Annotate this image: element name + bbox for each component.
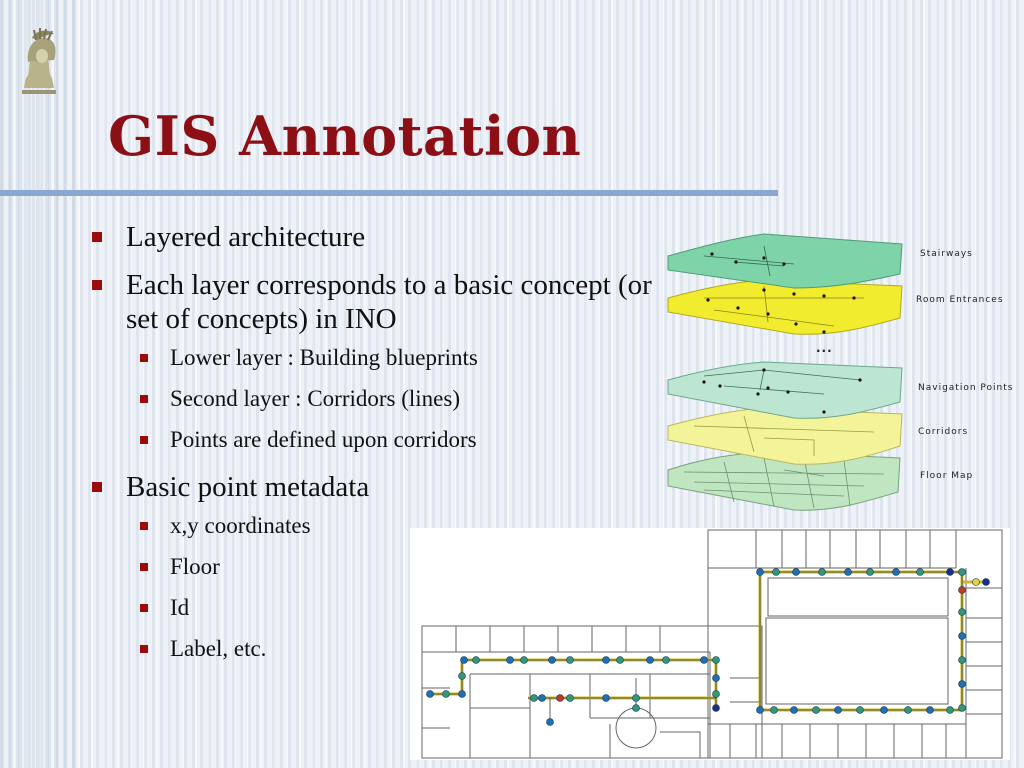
bullet-text: Layered architecture bbox=[126, 221, 366, 253]
square-bullet-icon bbox=[92, 232, 102, 242]
square-bullet-icon bbox=[92, 482, 102, 492]
square-bullet-icon bbox=[140, 395, 148, 403]
sub-bullet-item: Second layer : Corridors (lines) bbox=[138, 385, 662, 413]
corridor-lines bbox=[430, 570, 984, 712]
page-title: GIS Annotation bbox=[108, 104, 582, 168]
bullet-text: Each layer corresponds to a basic concep… bbox=[126, 269, 652, 335]
sub-bullet-item: Label, etc. bbox=[138, 635, 662, 663]
layer-ellipsis: ... bbox=[816, 341, 833, 355]
square-bullet-icon bbox=[140, 522, 148, 530]
corridor-lines-dark bbox=[430, 571, 963, 724]
room-entrances-layer bbox=[667, 279, 903, 335]
bullet-item: Basic point metadata x,y coordinates Flo… bbox=[92, 470, 662, 663]
square-bullet-icon bbox=[140, 563, 148, 571]
sub-bullet-item: Floor bbox=[138, 553, 662, 581]
bullet-item: Each layer corresponds to a basic concep… bbox=[92, 268, 662, 454]
stairways-layer bbox=[667, 233, 903, 289]
sub-bullet-item: Id bbox=[138, 594, 662, 622]
layer-label-floor-map: Floor Map bbox=[920, 471, 973, 481]
sub-bullet-item: x,y coordinates bbox=[138, 512, 662, 540]
decorative-band bbox=[0, 0, 78, 768]
sub-bullet-text: Points are defined upon corridors bbox=[170, 427, 477, 452]
layer-label-stairways: Stairways bbox=[920, 249, 973, 259]
bullet-text: Basic point metadata bbox=[126, 471, 370, 503]
navigation-nodes bbox=[426, 568, 990, 726]
navigation-points-layer bbox=[667, 361, 903, 419]
floor-plan bbox=[410, 528, 1010, 760]
square-bullet-icon bbox=[140, 604, 148, 612]
square-bullet-icon bbox=[140, 354, 148, 362]
sub-bullet-text: Label, etc. bbox=[170, 636, 267, 661]
layer-label-navigation-points: Navigation Points bbox=[918, 383, 1013, 393]
floor-map-layer bbox=[667, 451, 901, 511]
sub-bullet-item: Points are defined upon corridors bbox=[138, 426, 662, 454]
floor-plan-walls bbox=[421, 529, 1003, 759]
sub-bullet-text: Lower layer : Building blueprints bbox=[170, 345, 478, 370]
layer-label-corridors: Corridors bbox=[918, 427, 968, 437]
sub-bullet-list: Lower layer : Building blueprints Second… bbox=[138, 344, 662, 454]
layers-diagram: Stairways Room Entrances ... Navigation … bbox=[667, 233, 1013, 511]
square-bullet-icon bbox=[140, 645, 148, 653]
sub-bullet-text: x,y coordinates bbox=[170, 513, 311, 538]
sub-bullet-text: Id bbox=[170, 595, 190, 620]
bullet-item: Layered architecture bbox=[92, 220, 662, 254]
square-bullet-icon bbox=[140, 436, 148, 444]
layer-points bbox=[702, 252, 862, 414]
square-bullet-icon bbox=[92, 280, 102, 290]
title-divider bbox=[0, 190, 778, 196]
bullet-list: Layered architecture Each layer correspo… bbox=[92, 220, 662, 679]
sub-bullet-text: Second layer : Corridors (lines) bbox=[170, 386, 460, 411]
sub-bullet-text: Floor bbox=[170, 554, 220, 579]
athena-helmet-icon bbox=[22, 28, 56, 94]
sub-bullet-list: x,y coordinates Floor Id Label, etc. bbox=[138, 512, 662, 663]
sub-bullet-item: Lower layer : Building blueprints bbox=[138, 344, 662, 372]
layer-label-room-entrances: Room Entrances bbox=[916, 295, 1004, 305]
corridors-layer bbox=[667, 407, 903, 465]
